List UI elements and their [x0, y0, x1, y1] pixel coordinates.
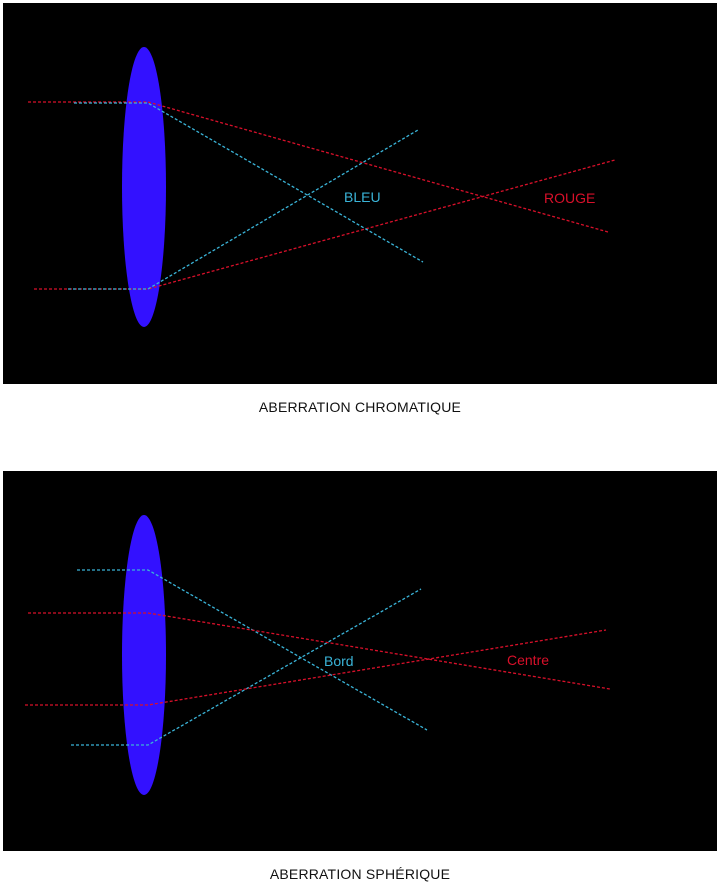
- red-ray-lower: [25, 629, 607, 706]
- blue-ray-upper: [77, 569, 428, 731]
- red-label: Centre: [507, 652, 549, 668]
- blue-label: Bord: [324, 653, 354, 669]
- spherical-aberration-svg: Bord Centre: [25, 515, 611, 795]
- blue-ray-upper: [74, 102, 424, 263]
- red-ray-upper: [28, 612, 611, 690]
- lens: [122, 515, 166, 795]
- chromatic-aberration-caption: ABERRATION CHROMATIQUE: [258, 399, 462, 415]
- red-ray-upper: [28, 101, 609, 233]
- lens: [122, 47, 166, 327]
- blue-ray-lower: [68, 129, 419, 290]
- spherical-aberration-diagram: Bord Centre: [3, 471, 717, 851]
- chromatic-aberration-diagram: BLEU ROUGE: [3, 3, 717, 384]
- spherical-aberration-caption: ABERRATION SPHÉRIQUE: [269, 866, 451, 882]
- chromatic-aberration-svg: BLEU ROUGE: [28, 47, 616, 327]
- blue-label: BLEU: [344, 189, 381, 205]
- blue-ray-lower: [71, 588, 422, 746]
- red-ray-lower: [34, 159, 616, 290]
- red-label: ROUGE: [544, 190, 595, 206]
